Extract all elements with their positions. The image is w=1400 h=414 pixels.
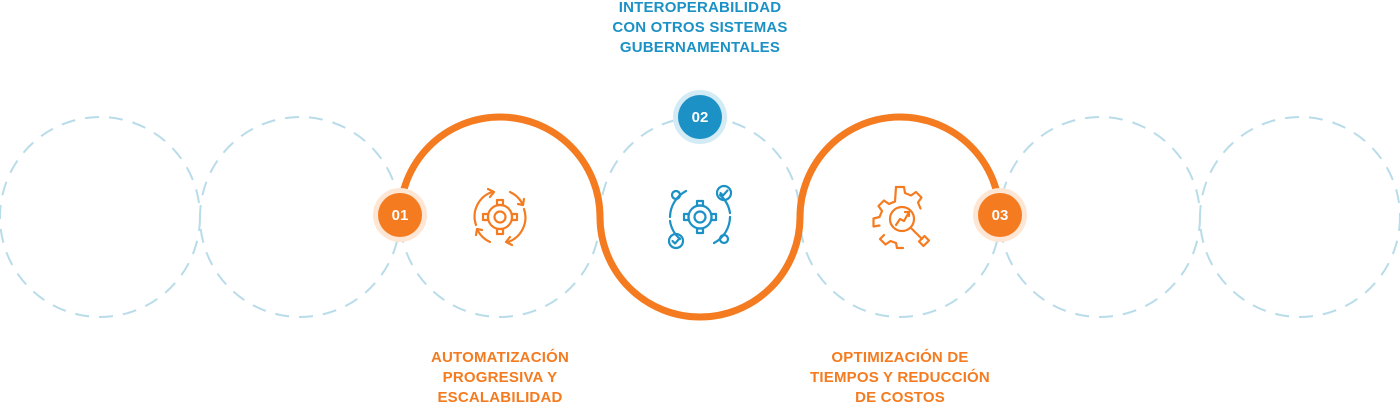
step-title-01: AUTOMATIZACIÓN PROGRESIVA Y ESCALABILIDA… <box>380 348 620 408</box>
gear-network-checkmarks-icon <box>667 184 733 250</box>
step-badge-03: 03 <box>973 188 1027 242</box>
step-title-02-line-1: INTEROPERABILIDAD <box>618 0 782 16</box>
gear-cycle-arrows-icon <box>473 187 527 247</box>
wave-connector <box>396 113 1004 321</box>
step-title-02-line-2: CON OTROS SISTEMAS <box>612 19 788 36</box>
step-number-01: 01 <box>392 207 409 224</box>
step-number-02: 02 <box>692 109 709 126</box>
dashed-circle-far-left <box>0 116 201 318</box>
dashed-circle-left <box>199 116 401 318</box>
step-badge-02: 02 <box>673 90 727 144</box>
dashed-circle-right <box>999 116 1201 318</box>
step-badge-01: 01 <box>373 188 427 242</box>
step-title-02: INTEROPERABILIDAD CON OTROS SISTEMAS GUB… <box>560 0 840 58</box>
step-title-03: OPTIMIZACIÓN DE TIEMPOS Y REDUCCIÓN DE C… <box>770 348 1030 408</box>
dashed-circles <box>0 116 1400 318</box>
step-title-02-line-3: GUBERNAMENTALES <box>619 39 781 56</box>
step-title-03-line-1: OPTIMIZACIÓN DE <box>831 349 969 366</box>
step-title-03-line-3: DE COSTOS <box>855 389 945 406</box>
dashed-circle-far-right <box>1199 116 1400 318</box>
step-title-01-line-3: ESCALABILIDAD <box>437 389 563 406</box>
step-number-03: 03 <box>992 207 1009 224</box>
gear-magnifier-growth-icon <box>872 185 931 250</box>
step-title-01-line-1: AUTOMATIZACIÓN <box>430 349 570 366</box>
step-title-01-line-2: PROGRESIVA Y <box>442 369 558 386</box>
step-title-03-line-2: TIEMPOS Y REDUCCIÓN <box>810 369 990 386</box>
